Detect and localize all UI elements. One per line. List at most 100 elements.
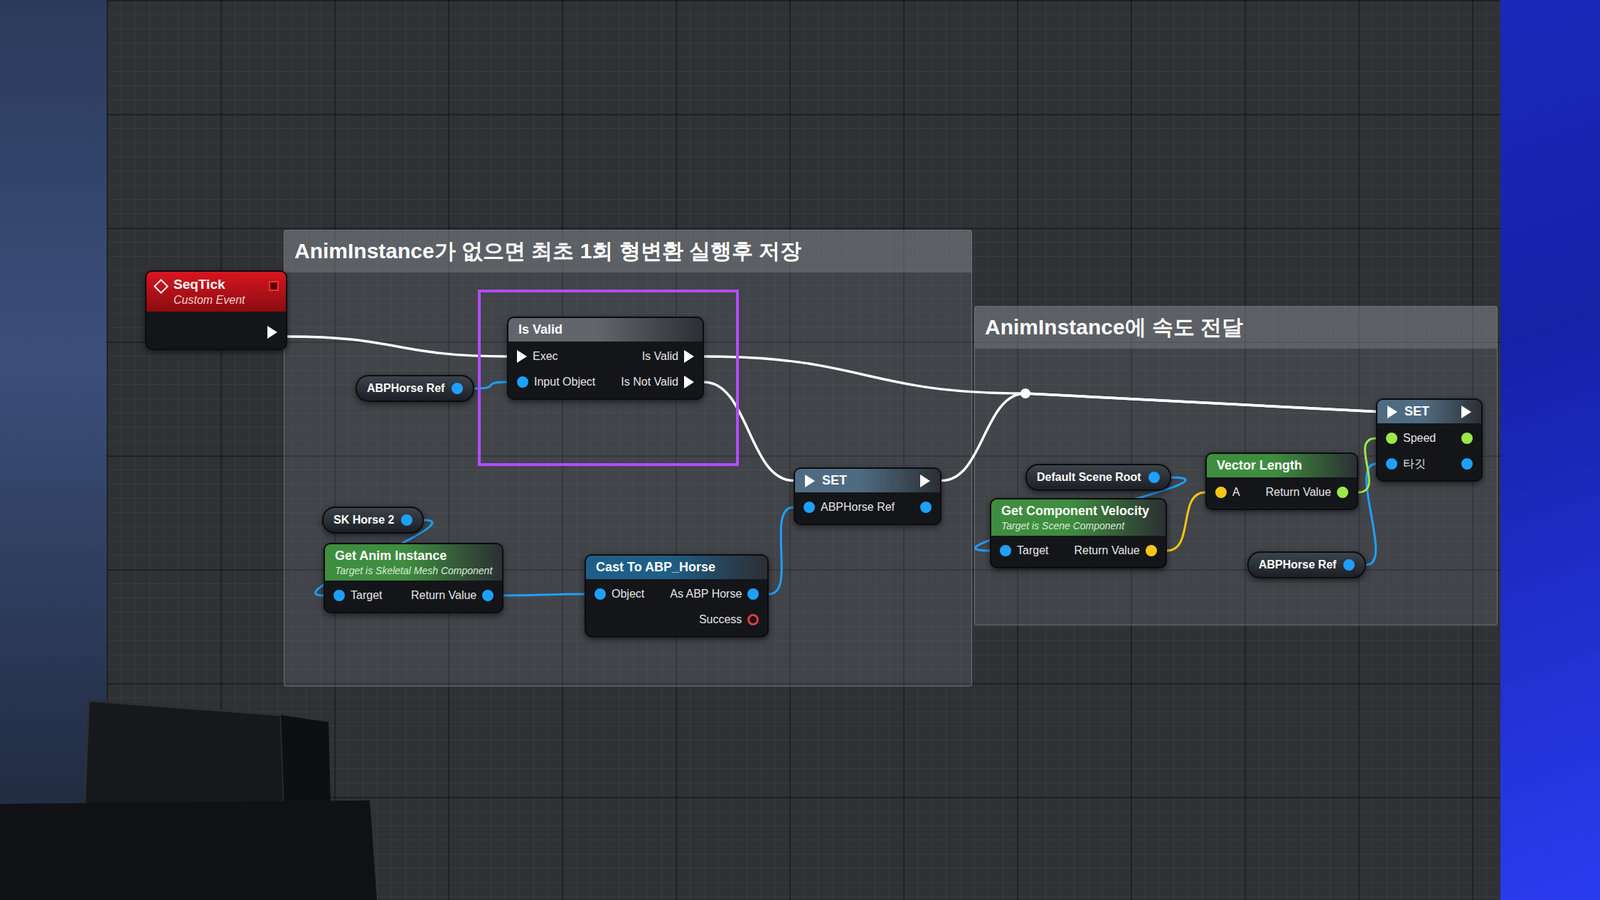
pin-icon <box>920 474 931 488</box>
pin-icon <box>684 349 695 363</box>
comment-title: AnimInstance에 속도 전달 <box>974 306 1497 349</box>
pin-icon <box>1461 432 1473 444</box>
variable-name: ABPHorse Ref <box>366 381 445 395</box>
pin-icon <box>1461 405 1472 419</box>
variable-node: ABPHorse Ref <box>355 374 475 402</box>
monitor <box>83 700 285 818</box>
node-title: Cast To ABP_Horse <box>595 559 716 575</box>
header-texts: SET <box>822 472 847 488</box>
pin-label: Is Not Valid <box>620 375 679 389</box>
pin-icon <box>803 501 815 513</box>
output-pins <box>1461 430 1473 472</box>
variable-name: ABPHorse Ref <box>1258 558 1337 572</box>
pin-row <box>1461 430 1473 446</box>
pin-row: Target <box>999 542 1049 559</box>
pin-label: A <box>1232 485 1241 499</box>
output-pins: As ABP HorseSuccess <box>669 585 759 628</box>
header-texts: Get Anim InstanceTarget is Skeletal Mesh… <box>334 548 493 576</box>
input-pins: A <box>1215 484 1241 500</box>
event-title: SeqTick <box>173 276 245 293</box>
pin-label: Target <box>1016 544 1049 557</box>
node-header: SET <box>1377 399 1482 424</box>
header-texts: SET <box>1404 403 1430 419</box>
pin-icon <box>1385 432 1398 444</box>
pin-icon <box>516 376 529 388</box>
pin-icon <box>482 589 494 601</box>
event-subtitle: Custom Event <box>173 293 245 307</box>
node-subtitle: Target is Skeletal Mesh Component <box>334 564 493 576</box>
pin-row <box>920 499 932 515</box>
monitor-side <box>280 714 331 815</box>
comment-box: AnimInstance가 없으면 최초 1회 형변환 실행후 저장Is Val… <box>283 229 973 687</box>
pin-icon <box>1387 405 1398 419</box>
variable-name: Default Scene Root <box>1036 470 1142 484</box>
header-texts: SeqTickCustom Event <box>173 276 245 307</box>
pin-label: Speed <box>1403 431 1436 445</box>
function-node: Cast To ABP_HorseObject As ABP HorseSucce… <box>584 553 769 638</box>
pin-icon <box>333 589 345 601</box>
input-pins: ExecInput Object <box>516 348 596 390</box>
pin-label: Return Value <box>411 588 477 602</box>
event-body <box>146 311 286 349</box>
event-icon <box>153 278 169 294</box>
pin-icon <box>594 588 606 600</box>
pin-row: Is Not Valid <box>620 374 695 390</box>
variable-node: Default Scene Root <box>1025 463 1172 491</box>
node-header: Get Component VelocityTarget is Scene Co… <box>991 499 1166 536</box>
node-body: Speed 타깃 <box>1377 423 1482 480</box>
input-pins: Object <box>594 585 645 628</box>
input-pins: Target <box>999 542 1049 559</box>
function-node: SET ABPHorse Ref <box>793 467 942 525</box>
pin-label: 타깃 <box>1403 456 1426 472</box>
node-title: SET <box>1404 403 1430 419</box>
node-title: Is Valid <box>518 322 563 338</box>
node-header: Get Anim InstanceTarget is Skeletal Mesh… <box>324 544 503 581</box>
node-body: ABPHorse Ref <box>795 492 941 524</box>
node-title: Vector Length <box>1216 457 1303 473</box>
node-body: Target Return Value <box>991 535 1166 567</box>
pin-label: Success <box>699 612 742 626</box>
pin-row: Success <box>669 611 759 628</box>
pin-row: Return Value <box>1265 484 1349 500</box>
podium <box>0 800 377 900</box>
node-body: A Return Value <box>1206 477 1357 509</box>
pin-icon <box>684 375 695 389</box>
pin-row: Exec <box>516 348 596 365</box>
pin-icon <box>1336 486 1349 498</box>
pin-row <box>1461 455 1473 472</box>
pin-icon <box>920 501 932 513</box>
pin-label: As ABP Horse <box>669 587 742 601</box>
pin-row: Input Object <box>516 374 596 390</box>
pin-icon <box>999 544 1012 557</box>
header-texts: Vector Length <box>1216 457 1303 473</box>
pin-icon <box>267 325 278 339</box>
node-header: Cast To ABP_Horse <box>585 555 768 579</box>
pin-label: ABPHorse Ref <box>820 500 895 514</box>
pin-label: Target <box>350 588 382 602</box>
pin-icon <box>1145 544 1157 557</box>
event-header: SeqTickCustom Event <box>146 271 286 312</box>
pin-icon <box>1215 486 1227 498</box>
pin-icon <box>1343 558 1355 571</box>
pin-row: Return Value <box>1073 542 1157 559</box>
pin-label: Is Valid <box>642 349 679 363</box>
node-header: Vector Length <box>1206 453 1357 478</box>
output-pins <box>920 499 932 515</box>
output-pins: Is Valid Is Not Valid <box>620 348 695 390</box>
function-node: Vector LengthA Return Value <box>1205 452 1359 510</box>
pin-icon <box>747 613 759 626</box>
node-body: Object As ABP HorseSuccess <box>585 578 768 636</box>
output-pins: Return Value <box>1265 484 1349 500</box>
input-pins: ABPHorse Ref <box>803 499 895 515</box>
node-body: Target Return Value <box>324 580 503 612</box>
pin-icon <box>1461 457 1473 470</box>
header-texts: Cast To ABP_Horse <box>595 559 716 575</box>
pin-icon <box>804 474 815 488</box>
output-pins: Return Value <box>1073 542 1157 559</box>
reroute-dot <box>1020 388 1031 399</box>
pin-row: Object <box>594 585 645 602</box>
pin-row: 타깃 <box>1385 455 1436 472</box>
node-title: Get Component Velocity <box>1001 503 1150 519</box>
